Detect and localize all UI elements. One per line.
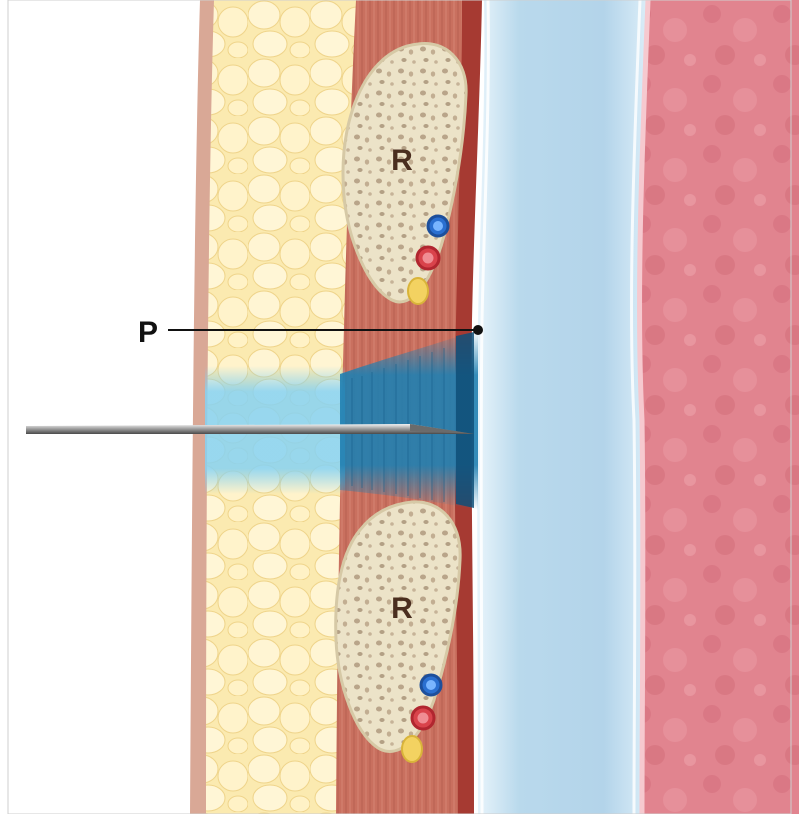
pointer-dot — [473, 325, 483, 335]
intercostal-nerve-icon — [402, 736, 422, 762]
artery-lumen-icon — [418, 713, 429, 724]
pointer-label: P — [138, 316, 158, 349]
intercostal-nerve-icon — [408, 278, 428, 304]
rib-upper-label: R — [391, 144, 413, 177]
vein-lumen-icon — [426, 680, 436, 690]
artery-lumen-icon — [423, 253, 434, 264]
anesthetic-inner-band — [456, 332, 474, 508]
vein-lumen-icon — [433, 221, 443, 231]
pleura — [477, 0, 646, 814]
rib-lower-label: R — [391, 592, 413, 625]
lung — [642, 0, 799, 814]
